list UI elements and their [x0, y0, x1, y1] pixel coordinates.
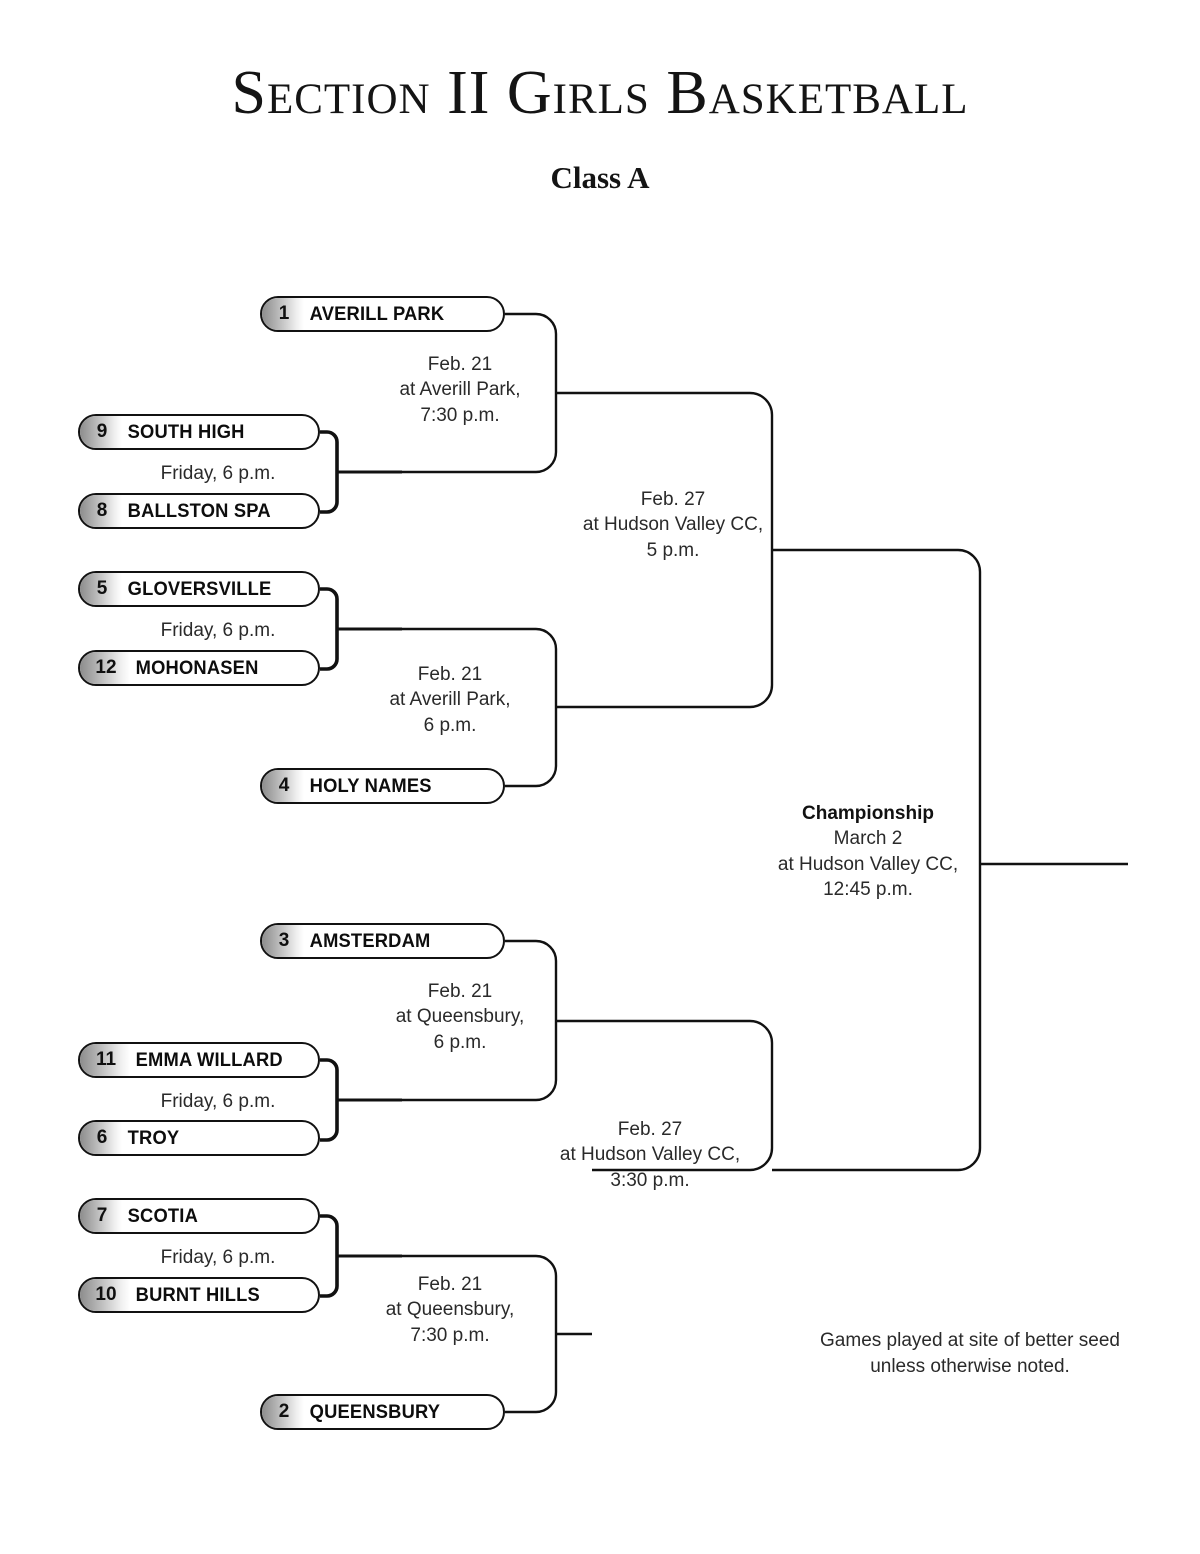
- seed-badge: 3: [262, 925, 304, 957]
- team-pill-ballston-spa[interactable]: 8 Ballston Spa: [78, 493, 320, 529]
- game-info-quarterfinal-lower-mid: Feb. 21 at Queensbury, 6 p.m.: [395, 981, 525, 1053]
- team-pill-gloversville[interactable]: 5 Gloversville: [78, 571, 320, 607]
- game-info-quarterfinal-upper-mid: Feb. 21 at Averill Park, 6 p.m.: [389, 664, 511, 736]
- team-name: Amsterdam: [304, 925, 440, 957]
- team-name: Queensbury: [304, 1396, 450, 1428]
- team-pill-holy-names[interactable]: 4 Holy Names: [260, 768, 505, 804]
- game-info-quarterfinal-bottom: Feb. 21 at Queensbury, 7:30 p.m.: [385, 1274, 515, 1346]
- game-info-playin-scotia-burnt-hills: Friday, 6 p.m.: [160, 1247, 276, 1268]
- footnote: Games played at site of better seed unle…: [820, 1330, 1120, 1377]
- seed-badge: 10: [80, 1279, 130, 1311]
- game-info-championship: Championship March 2 at Hudson Valley CC…: [748, 801, 988, 902]
- page-title: Section II Girls Basketball: [231, 59, 969, 127]
- team-pill-queensbury[interactable]: 2 Queensbury: [260, 1394, 505, 1430]
- team-name: Holy Names: [304, 770, 442, 802]
- seed-badge: 12: [80, 652, 130, 684]
- seed-badge: 2: [262, 1396, 304, 1428]
- seed-badge: 1: [262, 298, 304, 330]
- team-name: Scotia: [122, 1200, 208, 1232]
- game-info-playin-south-high-ballston-spa: Friday, 6 p.m.: [160, 463, 276, 484]
- championship-label: Championship: [802, 803, 934, 824]
- team-pill-burnt-hills[interactable]: 10 Burnt Hills: [78, 1277, 320, 1313]
- team-name: Emma Willard: [130, 1044, 293, 1076]
- team-pill-south-high[interactable]: 9 South High: [78, 414, 320, 450]
- seed-badge: 6: [80, 1122, 122, 1154]
- game-info-semifinal-lower: Feb. 27 at Hudson Valley CC, 3:30 p.m.: [559, 1119, 741, 1191]
- team-name: Troy: [122, 1122, 189, 1154]
- team-pill-amsterdam[interactable]: 3 Amsterdam: [260, 923, 505, 959]
- page-subtitle: Class A: [550, 160, 650, 195]
- game-info-quarterfinal-top: Feb. 21 at Averill Park, 7:30 p.m.: [399, 354, 521, 426]
- team-name: South High: [122, 416, 254, 448]
- team-name: Burnt Hills: [130, 1279, 270, 1311]
- seed-badge: 11: [80, 1044, 130, 1076]
- seed-badge: 5: [80, 573, 122, 605]
- team-name: Gloversville: [122, 573, 281, 605]
- seed-badge: 8: [80, 495, 122, 527]
- seed-badge: 4: [262, 770, 304, 802]
- team-pill-emma-willard[interactable]: 11 Emma Willard: [78, 1042, 320, 1078]
- team-pill-averill-park[interactable]: 1 Averill Park: [260, 296, 505, 332]
- game-info-semifinal-upper: Feb. 27 at Hudson Valley CC, 5 p.m.: [582, 489, 764, 561]
- team-pill-mohonasen[interactable]: 12 Mohonasen: [78, 650, 320, 686]
- team-name: Ballston Spa: [122, 495, 281, 527]
- team-name: Mohonasen: [130, 652, 268, 684]
- team-pill-scotia[interactable]: 7 Scotia: [78, 1198, 320, 1234]
- game-info-playin-gloversville-mohonasen: Friday, 6 p.m.: [160, 620, 276, 641]
- team-pill-troy[interactable]: 6 Troy: [78, 1120, 320, 1156]
- team-name: Averill Park: [304, 298, 454, 330]
- seed-badge: 7: [80, 1200, 122, 1232]
- game-info-playin-emma-willard-troy: Friday, 6 p.m.: [160, 1091, 276, 1112]
- seed-badge: 9: [80, 416, 122, 448]
